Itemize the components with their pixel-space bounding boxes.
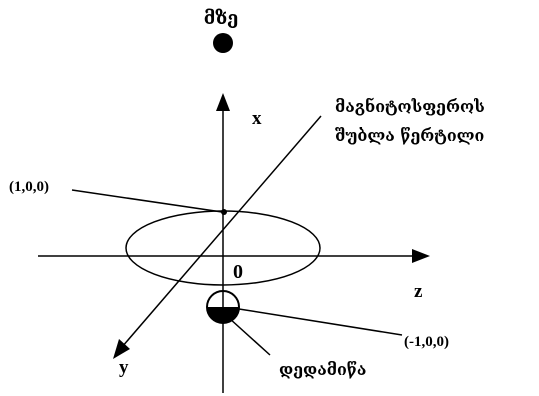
point-pos-pointer (71, 189, 223, 213)
origin-label: 0 (233, 261, 243, 283)
y-axis-line (121, 115, 322, 348)
earth-pointer (228, 317, 271, 356)
magnetopause-label-line2: შუბლა წერტილი (335, 126, 484, 145)
y-axis-arrowhead (113, 339, 130, 359)
sun-label: მზე (204, 8, 239, 29)
x-axis-arrowhead (216, 93, 230, 111)
earth-label: დედამიწა (279, 360, 366, 379)
magnetopause-label-line1: მაგნიტოსფეროს (335, 97, 485, 116)
point-neg-pointer (238, 308, 403, 336)
point-pos-label: (1,0,0) (9, 179, 49, 195)
axis-y-label: y (119, 357, 129, 378)
magnetopause-point (221, 209, 227, 215)
axis-x-label: x (252, 108, 262, 129)
sun-icon (213, 33, 233, 53)
axis-z-label: z (414, 281, 423, 302)
z-axis-arrowhead (412, 249, 430, 263)
point-neg-label: (-1,0,0) (404, 334, 449, 350)
